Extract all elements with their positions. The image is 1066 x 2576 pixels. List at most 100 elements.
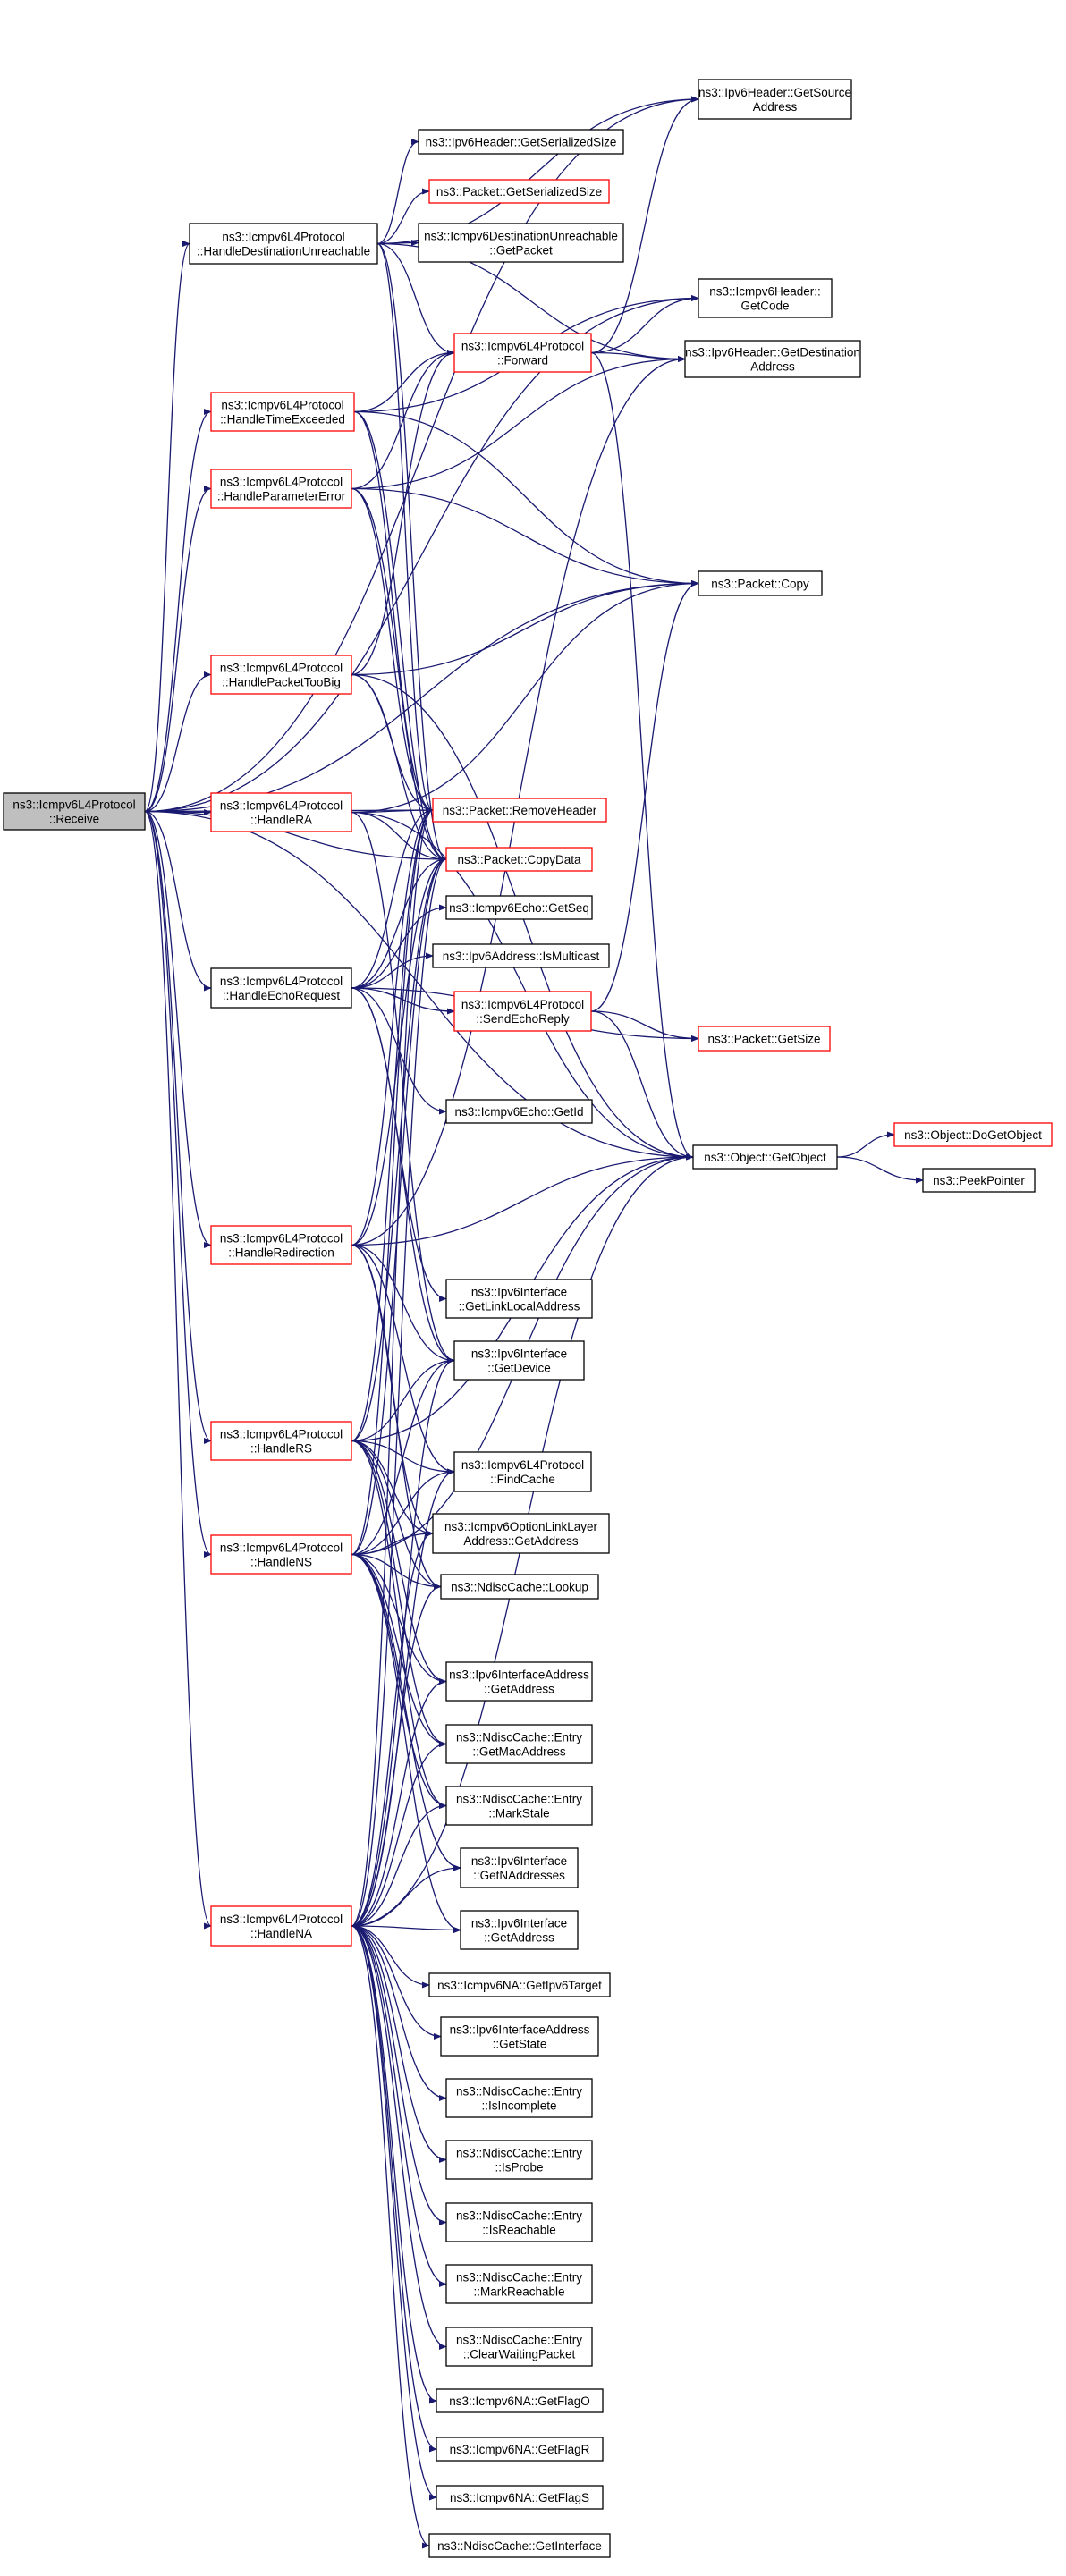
edge-handle_ra-to-get_object: [351, 811, 694, 1161]
node-link-local[interactable]: ns3::Ipv6Interface::GetLinkLocalAddress: [445, 1279, 593, 1319]
node-box: [460, 1847, 579, 1888]
node-label-line: ::GetAddress: [484, 1683, 554, 1696]
node-label-line: ::ClearWaitingPacket: [463, 2348, 576, 2361]
node-label-line: ::HandleNA: [250, 1927, 312, 1940]
node-label-line: ::HandleDestinationUnreachable: [197, 245, 370, 258]
edge-handle_na-to-lookup: [351, 1583, 442, 1927]
node-ipv6-ser[interactable]: ns3::Ipv6Header::GetSerializedSize: [418, 129, 624, 155]
edge-handle_na-to-remove_header: [351, 807, 434, 1927]
node-flag-s[interactable]: ns3::Icmpv6NA::GetFlagS: [436, 2485, 604, 2510]
node-handle-ra[interactable]: ns3::Icmpv6L4Protocol::HandleRA: [210, 792, 352, 832]
node-lookup[interactable]: ns3::NdiscCache::Lookup: [440, 1574, 599, 1600]
node-handle-ptb[interactable]: ns3::Icmpv6L4Protocol::HandlePacketTooBi…: [210, 655, 352, 695]
node-label-line: ns3::NdiscCache::Entry: [456, 2334, 582, 2347]
node-handle-redirect[interactable]: ns3::Icmpv6L4Protocol::HandleRedirection: [210, 1225, 352, 1265]
node-du-getpacket[interactable]: ns3::Icmpv6DestinationUnreachable::GetPa…: [418, 223, 624, 263]
node-pkt-ser[interactable]: ns3::Packet::GetSerializedSize: [428, 179, 610, 204]
node-get-device[interactable]: ns3::Ipv6Interface::GetDevice: [453, 1340, 585, 1381]
node-box: [210, 469, 352, 509]
node-label-line: ns3::Packet::GetSize: [707, 1033, 820, 1046]
node-handle-na[interactable]: ns3::Icmpv6L4Protocol::HandleNA: [210, 1905, 352, 1947]
node-forward[interactable]: ns3::Icmpv6L4Protocol::Forward: [453, 333, 592, 373]
node-peek-pointer[interactable]: ns3::PeekPointer: [922, 1168, 1036, 1193]
node-entry-mac[interactable]: ns3::NdiscCache::Entry::GetMacAddress: [445, 1724, 593, 1764]
node-label-line: ns3::Packet::CopyData: [457, 853, 581, 866]
node-handle-ns[interactable]: ns3::Icmpv6L4Protocol::HandleNS: [210, 1534, 352, 1575]
node-do-get-object[interactable]: ns3::Object::DoGetObject: [893, 1122, 1053, 1147]
edge-handle_na-to-iface_getaddr: [351, 1925, 461, 1934]
node-label-line: ns3::PeekPointer: [933, 1174, 1025, 1187]
edge-handle_na-to-entry_probe: [351, 1925, 447, 2164]
node-is-multicast[interactable]: ns3::Ipv6Address::IsMulticast: [432, 943, 610, 968]
node-icmp-getcode[interactable]: ns3::Icmpv6Header::GetCode: [698, 278, 833, 318]
node-echo-seq[interactable]: ns3::Icmpv6Echo::GetSeq: [445, 895, 593, 920]
node-copy-data[interactable]: ns3::Packet::CopyData: [445, 847, 593, 872]
node-entry-probe[interactable]: ns3::NdiscCache::Entry::IsProbe: [445, 2140, 593, 2180]
edge-forward-to-dst_addr: [590, 351, 686, 363]
edge-handle_ptb-to-copy_data: [351, 673, 447, 863]
node-label-line: ::GetMacAddress: [472, 1745, 566, 1759]
node-box: [436, 2485, 604, 2510]
node-iface-getaddr[interactable]: ns3::Ipv6Interface::GetAddress: [460, 1910, 579, 1950]
node-box: [445, 1661, 593, 1702]
node-handle-pe[interactable]: ns3::Icmpv6L4Protocol::HandleParameterEr…: [210, 469, 352, 509]
node-box: [445, 2327, 593, 2367]
node-label-line: ns3::Packet::RemoveHeader: [443, 804, 597, 817]
node-get-object[interactable]: ns3::Object::GetObject: [692, 1144, 838, 1170]
edge-handle_ns-to-iface_getaddr: [351, 1553, 461, 1934]
node-find-cache[interactable]: ns3::Icmpv6L4Protocol::FindCache: [453, 1451, 592, 1492]
node-label-line: ns3::Icmpv6L4Protocol: [220, 975, 343, 988]
edge-handle_pe-to-remove_header: [351, 487, 434, 814]
node-handle-te[interactable]: ns3::Icmpv6L4Protocol::HandleTimeExceede…: [210, 392, 355, 432]
node-box: [445, 2078, 593, 2118]
node-label-line: ::IsIncomplete: [481, 2099, 556, 2113]
node-handle-du[interactable]: ns3::Icmpv6L4Protocol::HandleDestination…: [189, 223, 378, 265]
node-flag-r[interactable]: ns3::Icmpv6NA::GetFlagR: [436, 2437, 604, 2462]
node-receive[interactable]: ns3::Icmpv6L4Protocol::Receive: [3, 792, 146, 831]
node-entry-incomplete[interactable]: ns3::NdiscCache::Entry::IsIncomplete: [445, 2078, 593, 2118]
node-label-line: GetCode: [740, 300, 789, 313]
node-opt-ll-addr[interactable]: ns3::Icmpv6OptionLinkLayerAddress::GetAd…: [432, 1513, 610, 1554]
node-ifaddr-state[interactable]: ns3::Ipv6InterfaceAddress::GetState: [440, 2016, 599, 2057]
node-get-interface[interactable]: ns3::NdiscCache::GetInterface: [428, 2533, 611, 2558]
edge-handle_rs-to-entry_stale: [351, 1440, 447, 1810]
node-send-echo[interactable]: ns3::Icmpv6L4Protocol::SendEchoReply: [453, 991, 592, 1032]
edge-handle_na-to-flag_r: [351, 1925, 437, 2453]
node-pkt-copy[interactable]: ns3::Packet::Copy: [698, 570, 823, 596]
node-entry-markreach[interactable]: ns3::NdiscCache::Entry::MarkReachable: [445, 2264, 593, 2304]
node-label-line: ::HandleRedirection: [228, 1246, 334, 1260]
node-na-target[interactable]: ns3::Icmpv6NA::GetIpv6Target: [428, 1972, 611, 1997]
node-box: [445, 1724, 593, 1764]
edge-receive-to-handle_te: [144, 408, 212, 813]
node-handle-echo[interactable]: ns3::Icmpv6L4Protocol::HandleEchoRequest: [210, 967, 352, 1009]
node-remove-header[interactable]: ns3::Packet::RemoveHeader: [432, 798, 607, 823]
node-box: [445, 2140, 593, 2180]
edge-get_object-to-do_get_object: [836, 1131, 895, 1158]
node-label-line: ns3::Packet::GetSerializedSize: [436, 185, 602, 198]
edge-receive-to-icmp_getcode: [144, 294, 699, 813]
edge-handle_du-to-copy_data: [376, 242, 447, 863]
node-label-line: ns3::NdiscCache::GetInterface: [437, 2539, 602, 2553]
node-entry-clearwait[interactable]: ns3::NdiscCache::Entry::ClearWaitingPack…: [445, 2327, 593, 2367]
node-box: [210, 655, 352, 695]
node-box: [210, 1534, 352, 1575]
node-box: [210, 1225, 352, 1265]
edge-handle_rs-to-remove_header: [351, 807, 434, 1442]
node-label-line: ns3::Icmpv6L4Protocol: [220, 1232, 343, 1246]
node-box: [210, 792, 352, 832]
node-entry-reachable[interactable]: ns3::NdiscCache::Entry::IsReachable: [445, 2202, 593, 2242]
node-pkt-size[interactable]: ns3::Packet::GetSize: [698, 1026, 831, 1052]
node-label-line: ::IsProbe: [495, 2161, 543, 2175]
node-handle-rs[interactable]: ns3::Icmpv6L4Protocol::HandleRS: [210, 1421, 352, 1461]
node-flag-o[interactable]: ns3::Icmpv6NA::GetFlagO: [436, 2388, 604, 2413]
node-get-naddr[interactable]: ns3::Ipv6Interface::GetNAddresses: [460, 1847, 579, 1888]
node-label-line: ns3::Icmpv6L4Protocol: [461, 998, 584, 1011]
node-ifaddr-getaddr[interactable]: ns3::Ipv6InterfaceAddress::GetAddress: [445, 1661, 593, 1702]
node-label-line: ::HandlePacketTooBig: [222, 676, 341, 689]
node-box: [698, 278, 833, 318]
node-box: [3, 792, 146, 831]
node-echo-id[interactable]: ns3::Icmpv6Echo::GetId: [445, 1099, 593, 1124]
node-entry-stale[interactable]: ns3::NdiscCache::Entry::MarkStale: [445, 1786, 593, 1826]
